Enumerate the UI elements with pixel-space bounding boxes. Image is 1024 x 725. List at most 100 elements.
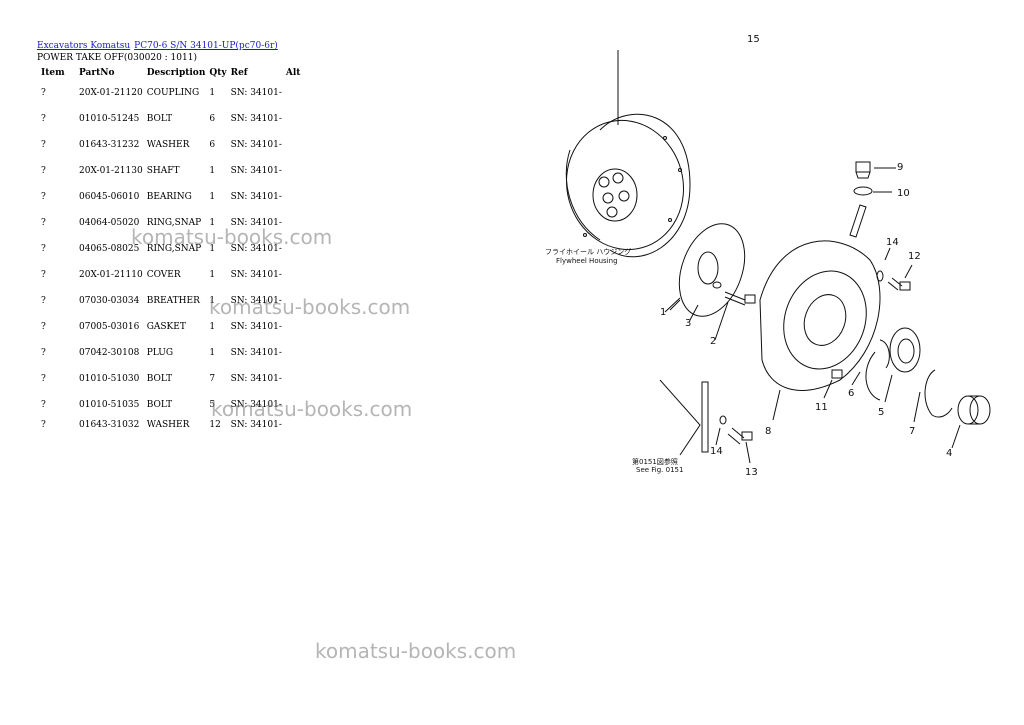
coupling-part bbox=[669, 223, 746, 317]
header-ref: Ref bbox=[230, 68, 248, 78]
cell-ref: SN: 34101- bbox=[230, 270, 282, 280]
cell-qty: 1 bbox=[209, 322, 216, 332]
callout-4: 4 bbox=[946, 448, 952, 459]
cell-item: ? bbox=[41, 192, 46, 202]
flywheel-en-label: Flywheel Housing bbox=[556, 257, 618, 265]
flywheel-jp-label: フライホイール ハウジング bbox=[545, 247, 631, 256]
cell-ref: SN: 34101- bbox=[230, 218, 282, 228]
cell-partno: 06045-06010 bbox=[79, 192, 140, 202]
cell-ref: SN: 34101- bbox=[230, 244, 282, 254]
cell-partno: 20X-01-21130 bbox=[79, 166, 143, 176]
cell-description: RING,SNAP bbox=[146, 244, 202, 254]
table-header-row: Item PartNo Description Qty Ref Alt bbox=[36, 66, 302, 80]
see-fig-en-label: See Fig. 0151 bbox=[636, 466, 683, 474]
cell-ref: SN: 34101- bbox=[230, 88, 282, 98]
cell-qty: 6 bbox=[209, 114, 216, 124]
cell-qty: 1 bbox=[209, 348, 216, 358]
cell-qty: 5 bbox=[209, 400, 216, 410]
cell-partno: 01010-51030 bbox=[79, 374, 140, 384]
cell-qty: 1 bbox=[209, 270, 216, 280]
exploded-parts-diagram: 1 5 フライホイール ハウジング Flywheel Housing 第0151図… bbox=[545, 34, 991, 478]
callout-5: 5 bbox=[878, 407, 884, 418]
cell-item: ? bbox=[41, 420, 46, 430]
cell-partno: 20X-01-21110 bbox=[79, 270, 143, 280]
cell-item: ? bbox=[41, 114, 46, 124]
cell-description: COVER bbox=[146, 270, 181, 280]
header-item: Item bbox=[41, 68, 65, 78]
cell-description: BEARING bbox=[146, 192, 192, 202]
cell-alt bbox=[284, 366, 303, 392]
cell-description: COUPLING bbox=[146, 88, 200, 98]
cell-description: RING,SNAP bbox=[146, 218, 202, 228]
cell-alt bbox=[284, 262, 303, 288]
cell-item: ? bbox=[41, 244, 46, 254]
cell-qty: 1 bbox=[209, 192, 216, 202]
cell-ref: SN: 34101- bbox=[230, 296, 282, 306]
cell-description: BOLT bbox=[146, 374, 173, 384]
cell-alt bbox=[284, 132, 303, 158]
cell-ref: SN: 34101- bbox=[230, 374, 282, 384]
breadcrumb-link-category[interactable]: Excavators Komatsu bbox=[37, 41, 131, 51]
callout-8: 8 bbox=[765, 426, 771, 437]
cell-description: SHAFT bbox=[146, 166, 180, 176]
callout-14-lower: 14 bbox=[710, 446, 723, 457]
parts-table: Item PartNo Description Qty Ref Alt ? 20X… bbox=[36, 66, 302, 432]
cell-ref: SN: 34101- bbox=[230, 166, 282, 176]
cell-item: ? bbox=[41, 296, 46, 306]
cell-alt bbox=[284, 184, 303, 210]
diagram-labels: 1 5 フライホイール ハウジング Flywheel Housing 第0151図… bbox=[545, 34, 952, 478]
cell-partno: 01643-31032 bbox=[79, 420, 140, 430]
cell-partno: 07005-03016 bbox=[79, 322, 140, 332]
cell-qty: 7 bbox=[209, 374, 216, 384]
flywheel-housing bbox=[565, 50, 691, 258]
callout-11: 11 bbox=[815, 402, 828, 413]
cell-qty: 6 bbox=[209, 140, 216, 150]
cell-qty: 1 bbox=[209, 218, 216, 228]
cell-description: BREATHER bbox=[146, 296, 200, 306]
cell-qty: 1 bbox=[209, 166, 216, 176]
cell-ref: SN: 34101- bbox=[230, 348, 282, 358]
callout-1: 1 bbox=[660, 307, 666, 318]
callout-10: 10 bbox=[897, 188, 910, 199]
cell-description: WASHER bbox=[146, 420, 190, 430]
callout-13: 13 bbox=[745, 467, 758, 478]
cell-partno: 01010-51035 bbox=[79, 400, 140, 410]
table-row: ? 01010-51035 BOLT 5 SN: 34101- bbox=[36, 392, 302, 418]
cell-qty: 1 bbox=[209, 88, 216, 98]
cell-partno: 07042-30108 bbox=[79, 348, 140, 358]
cell-description: BOLT bbox=[146, 114, 173, 124]
cell-partno: 04064-05020 bbox=[79, 218, 140, 228]
cell-ref: SN: 34101- bbox=[230, 192, 282, 202]
cell-partno: 01010-51245 bbox=[79, 114, 140, 124]
cell-description: PLUG bbox=[146, 348, 174, 358]
callout-7: 7 bbox=[909, 426, 915, 437]
cell-item: ? bbox=[41, 218, 46, 228]
page-title: POWER TAKE OFF(030020 : 1011) bbox=[37, 53, 197, 63]
cell-item: ? bbox=[41, 400, 46, 410]
callout-2: 2 bbox=[710, 336, 716, 347]
cell-qty: 12 bbox=[209, 420, 221, 430]
table-row: ? 01010-51030 BOLT 7 SN: 34101- bbox=[36, 366, 302, 392]
cell-alt bbox=[284, 106, 303, 132]
table-row: ? 06045-06010 BEARING 1 SN: 34101- bbox=[36, 184, 302, 210]
see-fig-jp-label: 第0151図参照 bbox=[632, 457, 678, 466]
breadcrumb-link-model[interactable]: PC70-6 S/N 34101-UP(pc70-6r) bbox=[134, 41, 278, 51]
callout-3: 3 bbox=[685, 318, 691, 329]
cell-alt bbox=[284, 158, 303, 184]
cell-item: ? bbox=[41, 374, 46, 384]
cell-alt bbox=[284, 340, 303, 366]
cell-ref: SN: 34101- bbox=[230, 400, 282, 410]
cell-description: BOLT bbox=[146, 400, 173, 410]
cell-ref: SN: 34101- bbox=[230, 322, 282, 332]
cell-partno: 07030-03034 bbox=[79, 296, 140, 306]
